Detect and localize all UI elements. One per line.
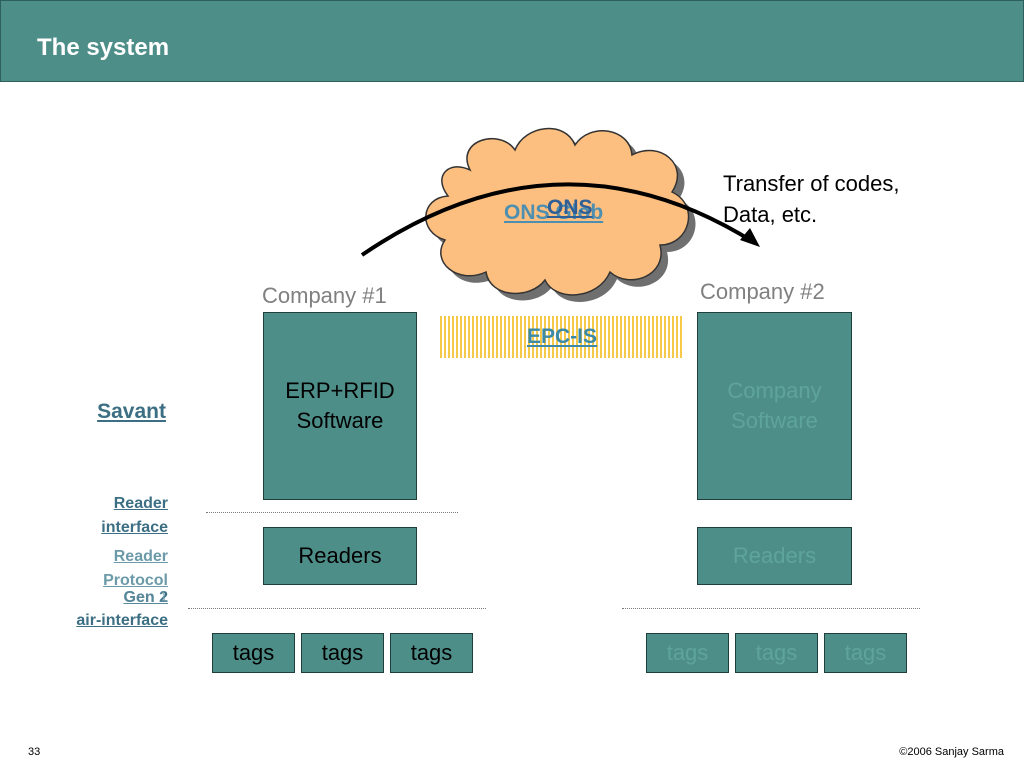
ons-label[interactable]: ONS	[547, 196, 593, 219]
company-2-tag-1: tags	[646, 633, 729, 673]
company-2-tag-3: tags	[824, 633, 907, 673]
reader-protocol-line-2: Protocol	[103, 572, 168, 589]
reader-interface-line-1: Reader	[113, 495, 168, 512]
reader-protocol-line-1: Reader	[113, 548, 168, 565]
transfer-line-1: Transfer of codes,	[723, 171, 900, 196]
gen2-link[interactable]: Gen 2	[123, 589, 168, 606]
savant-link[interactable]: Savant	[97, 400, 166, 423]
company-1-tag-3: tags	[390, 633, 473, 673]
company-2-tag-2: tags	[735, 633, 818, 673]
transfer-arc	[360, 182, 757, 257]
reader-interface-link[interactable]: Reader interface	[60, 492, 168, 540]
slide-number: 33	[28, 746, 41, 758]
air-interface-divider-2	[622, 608, 920, 609]
company-2-software-line-1: Company	[727, 378, 822, 403]
company-1-software-box: ERP+RFID Software	[263, 312, 417, 500]
reader-interface-line-2: interface	[101, 519, 168, 536]
company-2-software-line-2: Software	[731, 408, 818, 433]
transfer-line-2: Data, etc.	[723, 202, 818, 227]
company-2-label: Company #2	[700, 279, 825, 304]
company-1-label: Company #1	[262, 283, 387, 308]
ons-global-label[interactable]: ONS Glob	[504, 201, 604, 224]
company-1-software-line-2: Software	[296, 408, 384, 433]
company-1-tag-2: tags	[301, 633, 384, 673]
air-interface-link[interactable]: air-interface	[76, 612, 168, 629]
company-1-software-line-1: ERP+RFID	[285, 378, 395, 403]
arrowhead-icon	[740, 228, 760, 247]
copyright-text: ©2006 Sanjay Sarma	[899, 746, 1004, 758]
company-1-tag-1: tags	[212, 633, 295, 673]
company-2-software-box: Company Software	[697, 312, 852, 500]
gen1-link[interactable]: Gen 1	[123, 589, 168, 606]
company-2-readers-box: Readers	[697, 527, 852, 585]
slide-title: The system	[37, 34, 170, 61]
reader-protocol-link[interactable]: Reader Protocol	[60, 545, 168, 593]
epc-is-band: EPC-IS	[440, 316, 684, 358]
epc-is-link[interactable]: EPC-IS	[526, 325, 597, 348]
air-interface-divider-1	[188, 608, 486, 609]
title-bar: The system	[0, 0, 1024, 82]
transfer-text: Transfer of codes, Data, etc.	[723, 168, 899, 230]
company-1-readers-box: Readers	[263, 527, 417, 585]
reader-interface-divider	[206, 512, 458, 513]
